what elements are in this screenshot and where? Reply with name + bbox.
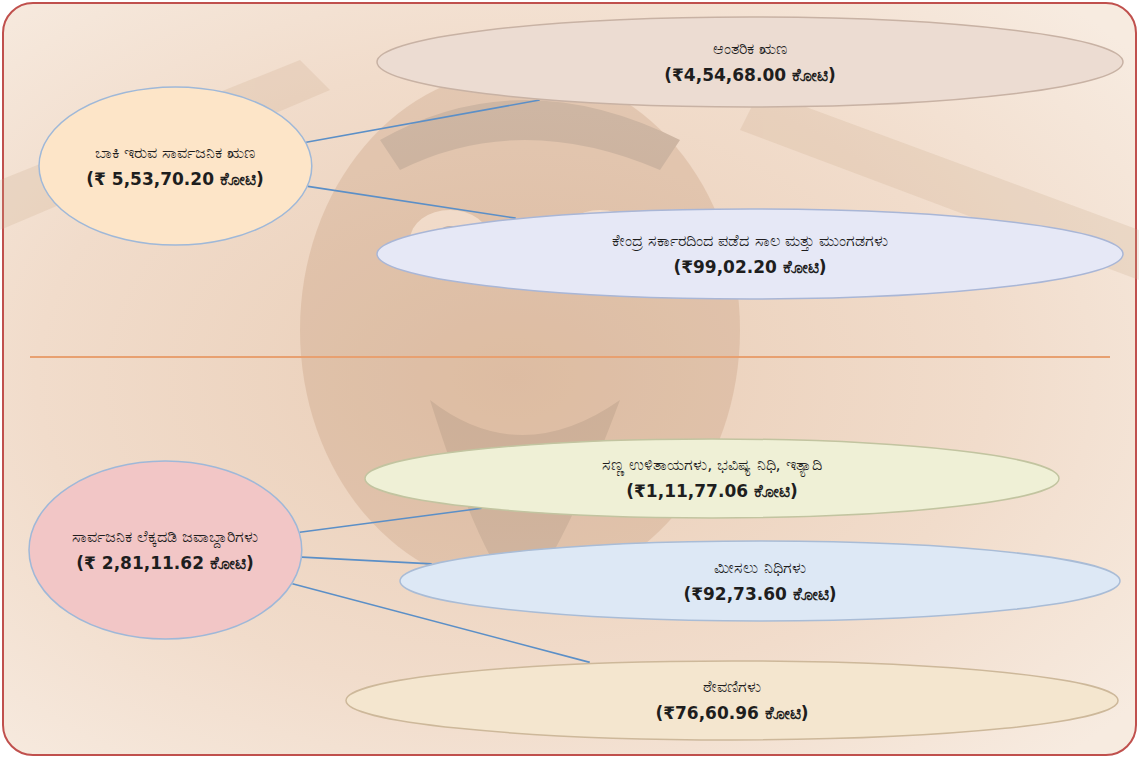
ellipse-node: ಠೇವಣಿಗಳು (₹76,60.96 ಕೋಟಿ) [345, 660, 1119, 741]
ellipse-outline [345, 660, 1119, 741]
node-heading: ಆಂತರಿಕ ಋಣ [470, 38, 1030, 60]
ellipse-node: ಆಂತರಿಕ ಋಣ (₹4,54,68.00 ಕೋಟಿ) [376, 16, 1124, 108]
node-text-group: ಸಣ್ಣ ಉಳಿತಾಯಗಳು, ಭವಿಷ್ಯ ನಿಧಿ, ಇತ್ಯಾದಿ (₹1,… [452, 454, 972, 503]
connector-line [302, 557, 432, 564]
amount-text: (₹76,60.96 ಕೋಟಿ) [442, 701, 1022, 724]
node-heading: ಬಾಕಿ ಇರುವ ಸಾರ್ವಜನಿಕ ಋಣ [77, 142, 273, 164]
node-text-group: ಸಾರ್ವಜನಿಕ ಲೆಕ್ಕದಡಿ ಜವಾಬ್ದಾರಿಗಳು (₹ 2,81,1… [67, 526, 263, 575]
ellipse-outline [364, 438, 1060, 519]
node-text-group: ಠೇವಣಿಗಳು (₹76,60.96 ಕೋಟಿ) [442, 676, 1022, 725]
amount-text: (₹ 5,53,70.20 ಕೋಟಿ) [77, 167, 273, 190]
divider-line [30, 356, 1110, 358]
ellipse-node: ಸಣ್ಣ ಉಳಿತಾಯಗಳು, ಭವಿಷ್ಯ ನಿಧಿ, ಇತ್ಯಾದಿ (₹1,… [364, 438, 1060, 519]
ellipse-outline [376, 208, 1124, 300]
outer-frame [3, 3, 1136, 755]
ellipse-outline [399, 540, 1121, 622]
amount-text: (₹ 2,81,11.62 ಕೋಟಿ) [67, 551, 263, 574]
amount-text: (₹92,73.60 ಕೋಟಿ) [490, 582, 1030, 605]
node-heading: ಸಣ್ಣ ಉಳಿತಾಯಗಳು, ಭವಿಷ್ಯ ನಿಧಿ, ಇತ್ಯಾದಿ [452, 454, 972, 476]
connector-line [308, 186, 516, 218]
ellipse-outline [38, 86, 313, 246]
ellipse-node: ಸಾರ್ವಜನಿಕ ಲೆಕ್ಕದಡಿ ಜವಾಬ್ದಾರಿಗಳು (₹ 2,81,1… [28, 460, 303, 640]
ellipse-node: ಕೇಂದ್ರ ಸರ್ಕಾರದಿಂದ ಪಡೆದ ಸಾಲ ಮತ್ತು ಮುಂಗಡಗಳ… [376, 208, 1124, 300]
node-text-group: ಕೇಂದ್ರ ಸರ್ಕಾರದಿಂದ ಪಡೆದ ಸಾಲ ಮತ್ತು ಮುಂಗಡಗಳ… [470, 230, 1030, 279]
node-text-group: ಮೀಸಲು ನಿಧಿಗಳು (₹92,73.60 ಕೋಟಿ) [490, 557, 1030, 606]
node-text-group: ಆಂತರಿಕ ಋಣ (₹4,54,68.00 ಕೋಟಿ) [470, 38, 1030, 87]
amount-text: (₹4,54,68.00 ಕೋಟಿ) [470, 63, 1030, 86]
amount-text: (₹1,11,77.06 ಕೋಟಿ) [452, 479, 972, 502]
amount-text: (₹99,02.20 ಕೋಟಿ) [470, 255, 1030, 278]
node-heading: ಸಾರ್ವಜನಿಕ ಲೆಕ್ಕದಡಿ ಜವಾಬ್ದಾರಿಗಳು [67, 526, 263, 548]
connector-line [300, 508, 482, 532]
ellipse-outline [28, 460, 303, 640]
node-text-group: ಬಾಕಿ ಇರುವ ಸಾರ್ವಜನಿಕ ಋಣ (₹ 5,53,70.20 ಕೋಟಿ… [77, 142, 273, 191]
node-heading: ಮೀಸಲು ನಿಧಿಗಳು [490, 557, 1030, 579]
ellipse-node: ಮೀಸಲು ನಿಧಿಗಳು (₹92,73.60 ಕೋಟಿ) [399, 540, 1121, 622]
connector-line [306, 100, 539, 142]
node-heading: ಠೇವಣಿಗಳು [442, 676, 1022, 698]
node-heading: ಕೇಂದ್ರ ಸರ್ಕಾರದಿಂದ ಪಡೆದ ಸಾಲ ಮತ್ತು ಮುಂಗಡಗಳ… [470, 230, 1030, 252]
ellipse-outline [376, 16, 1124, 108]
ellipse-node: ಬಾಕಿ ಇರುವ ಸಾರ್ವಜನಿಕ ಋಣ (₹ 5,53,70.20 ಕೋಟಿ… [38, 86, 313, 246]
